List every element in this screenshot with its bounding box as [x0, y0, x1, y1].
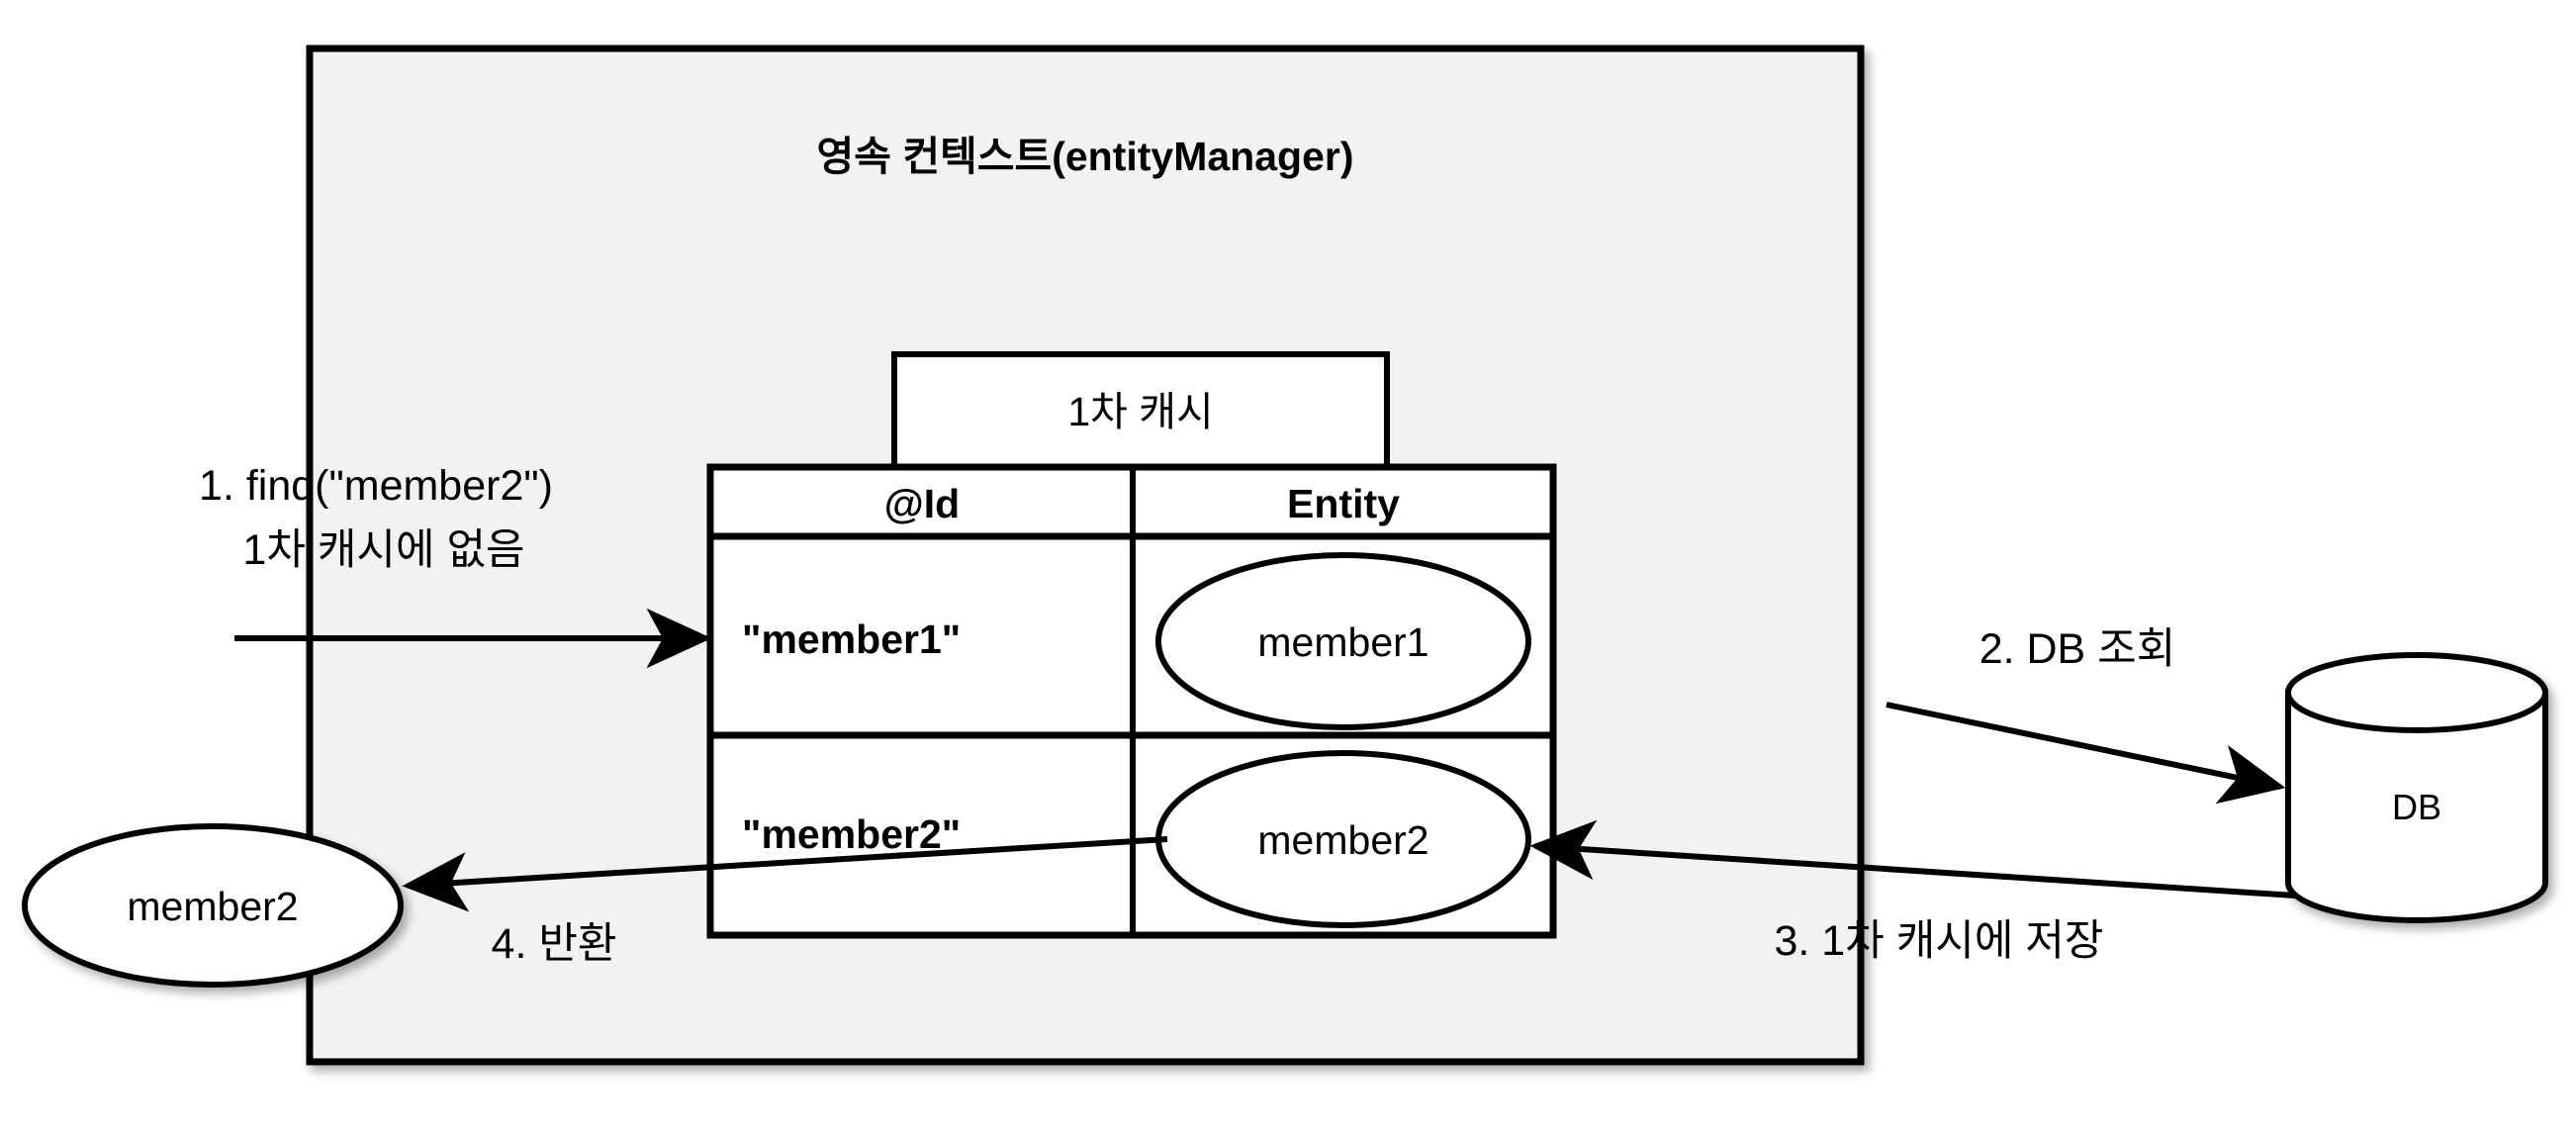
entity-node-member1-label: member1 — [1257, 619, 1428, 665]
returned-entity-node-label: member2 — [127, 884, 298, 929]
step-label-3: 3. 1차 캐시에 저장 — [1775, 917, 2104, 965]
cache-table-row: "member1" member1 — [742, 552, 1531, 730]
returned-entity-node-member2 — [22, 823, 404, 988]
arrow-store-in-cache — [1529, 819, 2296, 899]
cache-column-header-id: @Id — [884, 481, 960, 526]
step-label-2: 2. DB 조회 — [1979, 625, 2176, 673]
persistence-context-title: 영속 컨텍스트(entityManager) — [817, 134, 1354, 179]
step-label-4: 4. 반환 — [492, 920, 617, 968]
first-level-cache-header-box — [891, 351, 1390, 472]
cache-table-row: "member2" member2 — [742, 750, 1531, 928]
cache-column-header-entity: Entity — [1287, 481, 1400, 526]
step-label-1-line-1: 1. find("member2") — [199, 462, 553, 510]
entity-node-member1 — [1155, 552, 1531, 730]
first-level-cache-label: 1차 캐시 — [1067, 389, 1213, 434]
cache-row-id-value: "member1" — [742, 616, 961, 662]
arrow-return-entity — [402, 836, 1168, 912]
step-label-1: 1. find("member2") 1차 캐시에 없음 — [199, 462, 553, 574]
cache-row-id-value: "member2" — [742, 811, 961, 857]
entity-node-member2-label: member2 — [1257, 817, 1428, 863]
step-label-1-line-2: 1차 캐시에 없음 — [242, 526, 524, 574]
database-cylinder — [2285, 652, 2548, 923]
arrow-db-query — [1886, 702, 2286, 805]
database-label: DB — [2392, 787, 2441, 827]
